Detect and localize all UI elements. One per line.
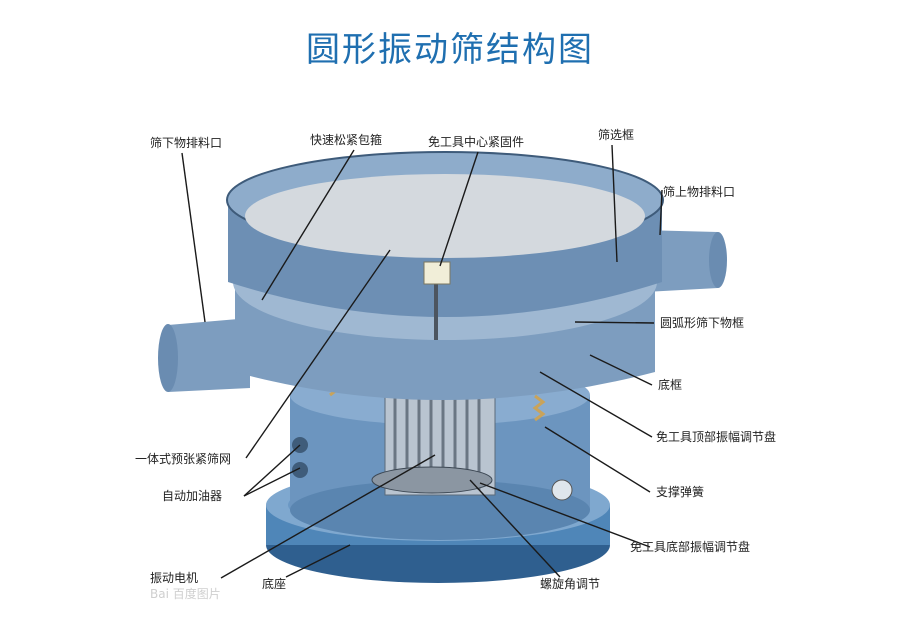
- label-screen-frame: 筛选框: [598, 128, 634, 142]
- watermark: Bai 百度图片: [150, 585, 221, 602]
- screen-frame-illustration: [227, 152, 663, 317]
- label-tool-free-fastener: 免工具中心紧固件: [428, 135, 524, 149]
- label-base-frame: 底框: [658, 378, 682, 392]
- label-integrated-mesh: 一体式预张紧筛网: [135, 452, 231, 466]
- label-quick-clamp: 快速松紧包箍: [310, 133, 382, 147]
- label-bottom-discharge: 筛下物排料口: [150, 136, 222, 150]
- label-base: 底座: [262, 577, 286, 591]
- label-support-spring: 支撑弹簧: [656, 485, 704, 499]
- label-vibration-motor: 振动电机: [150, 571, 198, 585]
- label-bottom-amplitude-disc: 免工具底部振幅调节盘: [630, 540, 750, 554]
- label-top-discharge: 筛上物排料口: [663, 185, 735, 199]
- label-top-amplitude-disc: 免工具顶部振幅调节盘: [656, 430, 776, 444]
- label-helix-angle: 螺旋角调节: [540, 577, 600, 591]
- label-arc-lower-frame: 圆弧形筛下物框: [660, 316, 744, 330]
- label-auto-oiler: 自动加油器: [162, 489, 222, 503]
